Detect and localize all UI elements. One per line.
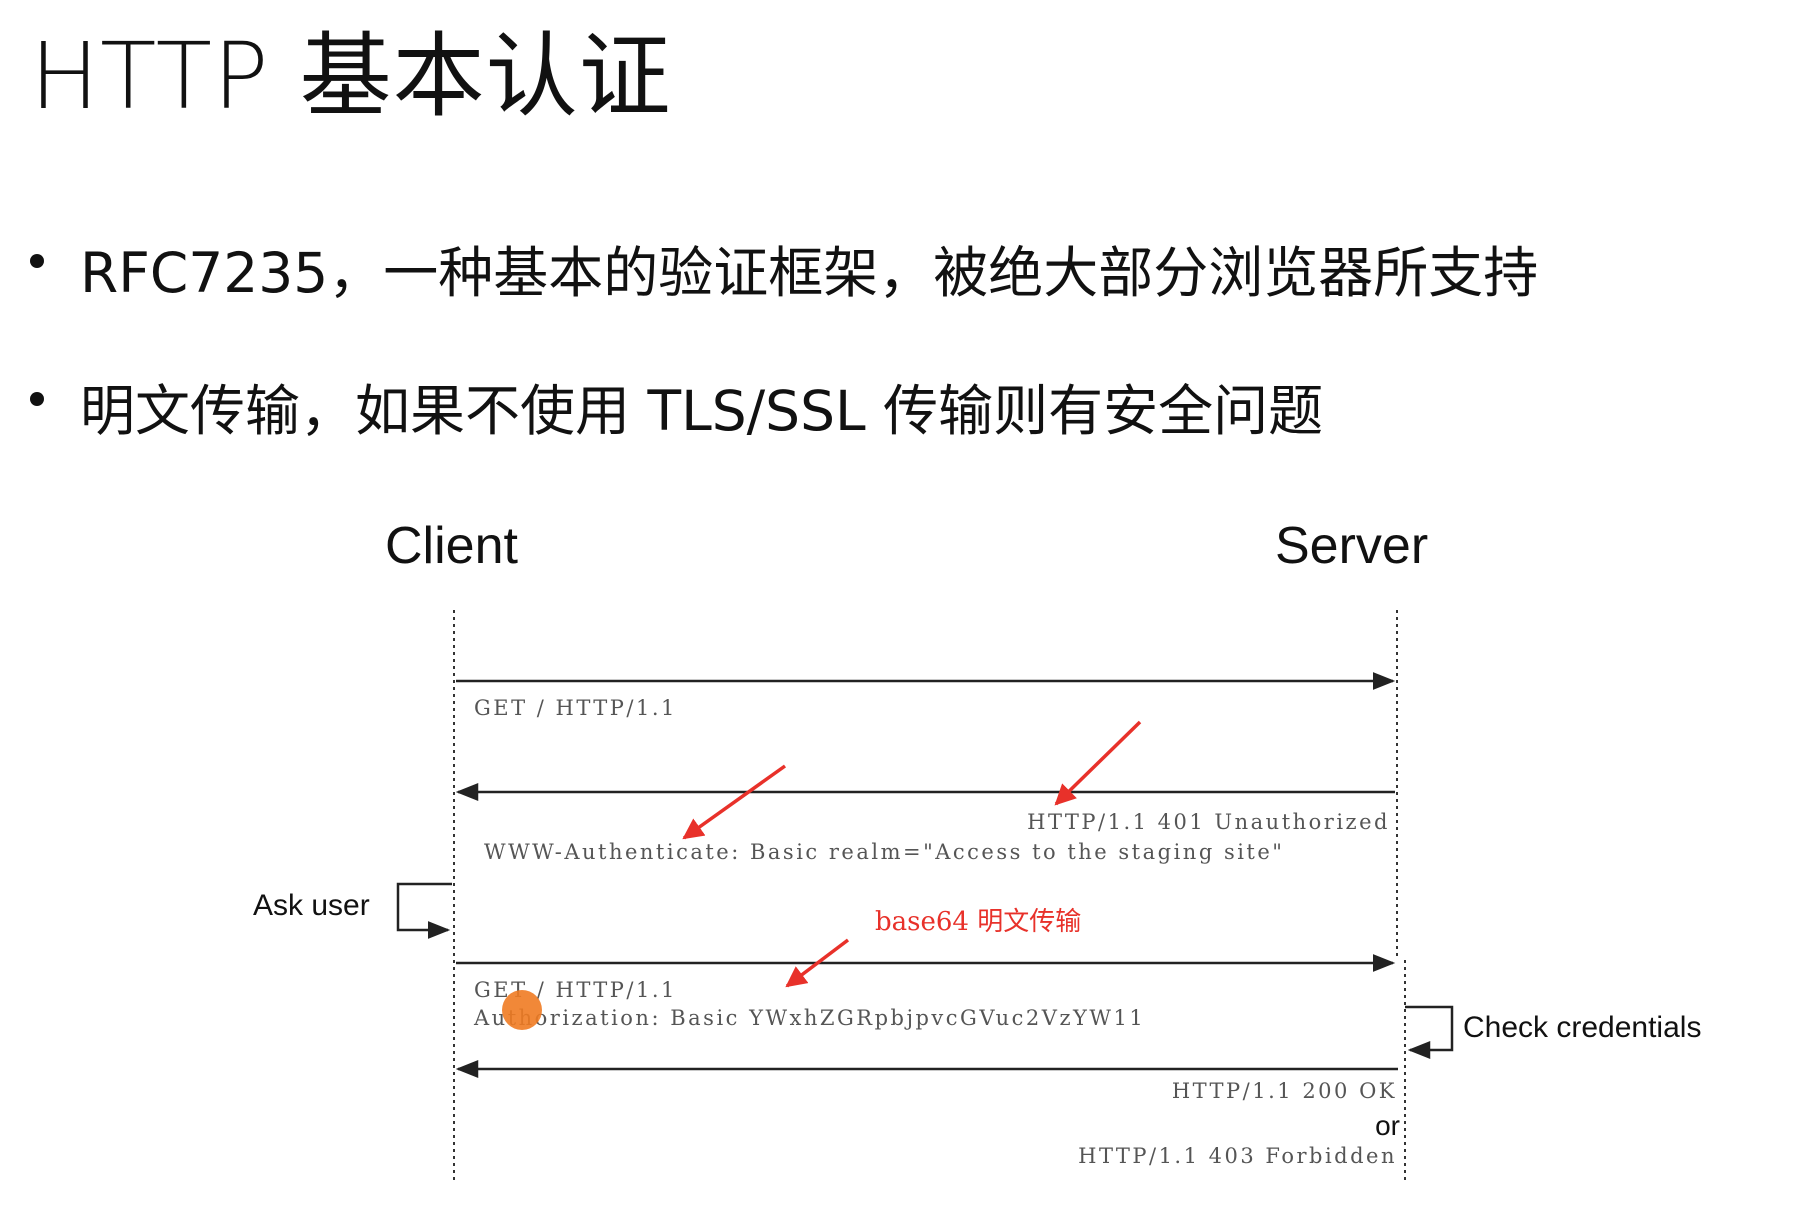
response2-forbidden-text: HTTP/1.1 403 Forbidden (1078, 1144, 1397, 1168)
client-label: Client (385, 517, 518, 575)
annotation-arrow-authorization (785, 938, 850, 988)
request2-header-text: Authorization: Basic YWxhZGRpbjpvcGVuc2V… (473, 1006, 1145, 1030)
request1-text: GET / HTTP/1.1 (474, 696, 677, 720)
bullet-dot-icon (30, 254, 44, 268)
ask-user-loop-arrow (396, 882, 452, 939)
base64-annotation: base64 明文传输 (875, 907, 1081, 937)
request2-line-text: GET / HTTP/1.1 (474, 978, 677, 1002)
bullet-dot-icon (30, 392, 44, 406)
check-credentials-label: Check credentials (1463, 1011, 1701, 1044)
response1-header-text: WWW-Authenticate: Basic realm="Access to… (484, 840, 1284, 864)
annotation-arrow-status (1054, 720, 1142, 806)
cursor-highlight (502, 990, 542, 1030)
response1-status-text: HTTP/1.1 401 Unauthorized (1027, 810, 1390, 834)
page-title: HTTP 基本认证 (30, 23, 672, 130)
bullet-text: 明文传输，如果不使用 TLS/SSL 传输则有安全问题 (80, 379, 1324, 443)
response2-ok-text: HTTP/1.1 200 OK (1172, 1079, 1397, 1103)
ask-user-label: Ask user (253, 889, 370, 922)
bullet-text: RFC7235，一种基本的验证框架，被绝大部分浏览器所支持 (80, 241, 1539, 305)
annotation-arrow-header (682, 764, 787, 840)
server-label: Server (1275, 517, 1428, 575)
check-credentials-loop-arrow (1405, 1005, 1454, 1059)
or-text: or (1375, 1110, 1400, 1141)
